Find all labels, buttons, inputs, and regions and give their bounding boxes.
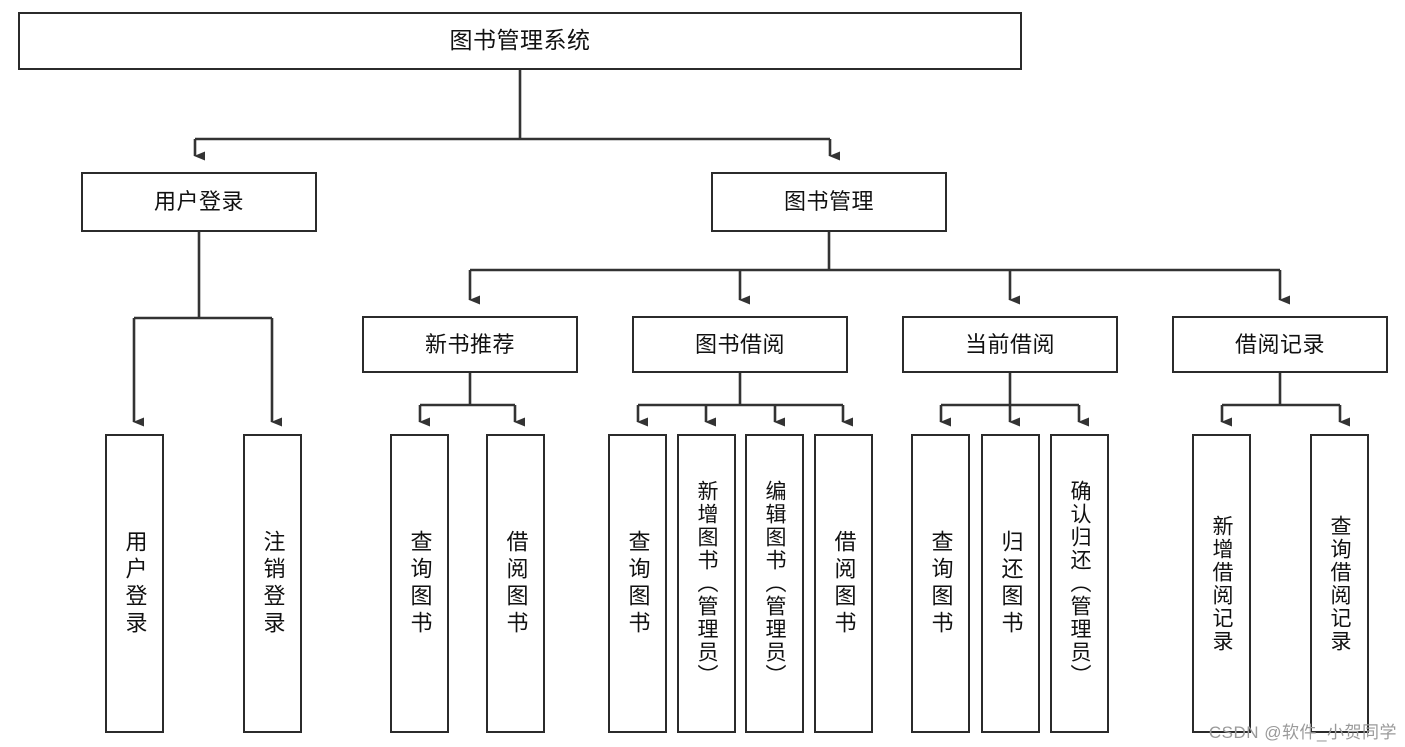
node-label: 图书管理系统 bbox=[449, 27, 591, 54]
node-label: 图书借阅 bbox=[694, 331, 785, 357]
node-book-management[interactable]: 图书管理 bbox=[711, 172, 947, 232]
node-label: 查询借阅记录 bbox=[1328, 514, 1351, 653]
leaf-query-borrow-record[interactable]: 查询借阅记录 bbox=[1310, 434, 1369, 733]
node-new-book-recommendation[interactable]: 新书推荐 bbox=[362, 316, 578, 373]
node-label: 用户登录 bbox=[122, 529, 148, 638]
node-label: 图书管理 bbox=[783, 189, 874, 215]
node-label: 新增借阅记录 bbox=[1210, 514, 1233, 653]
node-book-borrow[interactable]: 图书借阅 bbox=[632, 316, 848, 373]
leaf-edit-book-admin[interactable]: 编辑图书（管理员） bbox=[745, 434, 804, 733]
leaf-return-book[interactable]: 归还图书 bbox=[981, 434, 1040, 733]
node-label: 查询图书 bbox=[407, 529, 433, 638]
leaf-borrow-book[interactable]: 借阅图书 bbox=[814, 434, 873, 733]
leaf-borrow-book-newbook[interactable]: 借阅图书 bbox=[486, 434, 545, 733]
node-root-book-management-system[interactable]: 图书管理系统 bbox=[18, 12, 1022, 70]
node-borrow-record[interactable]: 借阅记录 bbox=[1172, 316, 1388, 373]
node-label: 新增图书（管理员） bbox=[695, 480, 718, 687]
node-label: 查询图书 bbox=[625, 529, 651, 638]
leaf-query-book-current[interactable]: 查询图书 bbox=[911, 434, 970, 733]
leaf-add-borrow-record[interactable]: 新增借阅记录 bbox=[1192, 434, 1251, 733]
node-user-login[interactable]: 用户登录 bbox=[81, 172, 317, 232]
node-label: 借阅图书 bbox=[503, 529, 529, 638]
leaf-add-book-admin[interactable]: 新增图书（管理员） bbox=[677, 434, 736, 733]
node-label: 归还图书 bbox=[998, 529, 1024, 638]
node-label: 确认归还（管理员） bbox=[1068, 480, 1091, 687]
node-current-borrow[interactable]: 当前借阅 bbox=[902, 316, 1118, 373]
node-label: 用户登录 bbox=[153, 189, 244, 215]
node-label: 新书推荐 bbox=[424, 331, 515, 357]
node-label: 查询图书 bbox=[928, 529, 954, 638]
node-label: 借阅图书 bbox=[831, 529, 857, 638]
leaf-query-book-newbook[interactable]: 查询图书 bbox=[390, 434, 449, 733]
leaf-confirm-return-admin[interactable]: 确认归还（管理员） bbox=[1050, 434, 1109, 733]
node-label: 当前借阅 bbox=[964, 331, 1055, 357]
leaf-logout[interactable]: 注销登录 bbox=[243, 434, 302, 733]
node-label: 借阅记录 bbox=[1234, 331, 1325, 357]
watermark-text: CSDN @软件_小贺同学 bbox=[1208, 723, 1397, 742]
node-label: 注销登录 bbox=[260, 529, 286, 638]
node-label: 编辑图书（管理员） bbox=[763, 480, 786, 687]
leaf-user-login[interactable]: 用户登录 bbox=[105, 434, 164, 733]
leaf-query-book-borrow[interactable]: 查询图书 bbox=[608, 434, 667, 733]
